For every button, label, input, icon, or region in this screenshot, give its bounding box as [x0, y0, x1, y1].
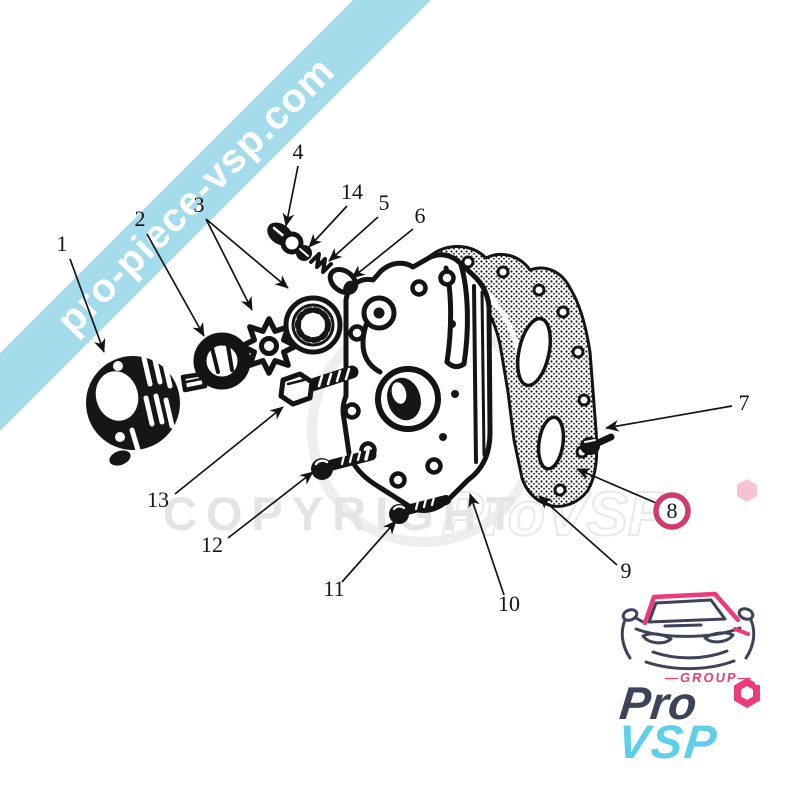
- callout-arrow-9: [538, 495, 618, 566]
- callout-12: 12: [201, 532, 223, 557]
- part-bolt-7: [580, 433, 615, 455]
- callout-arrow-12: [227, 471, 314, 539]
- callout-arrow-4: [282, 165, 299, 227]
- callout-11: 11: [323, 576, 344, 601]
- callout-3: 3: [194, 192, 205, 217]
- part-timing-cover: [340, 252, 493, 513]
- callout-10: 10: [498, 591, 520, 616]
- callout-8: 8: [667, 498, 678, 523]
- callout-arrow-5: [328, 216, 379, 262]
- callout-9: 9: [621, 558, 632, 583]
- callout-arrow-13: [174, 406, 284, 495]
- part-pump-gear-outer: [283, 295, 343, 355]
- part-relief-valve-set: [267, 222, 359, 296]
- part-pump-gear-inner: [239, 316, 299, 376]
- callout-4: 4: [293, 139, 304, 164]
- callout-arrow-6: [351, 228, 414, 279]
- hex-nut-icon: [734, 678, 760, 708]
- callout-14: 14: [341, 179, 363, 204]
- callout-5: 5: [379, 190, 390, 215]
- callout-arrow-1: [69, 258, 106, 353]
- highlight-circle: [653, 492, 691, 530]
- car-icon: [620, 591, 756, 671]
- callout-arrow-3: [205, 218, 289, 289]
- callout-7: 7: [739, 390, 750, 415]
- watermark-copyright-text: COPYRIGHT: [163, 487, 523, 540]
- callout-13: 13: [147, 487, 169, 512]
- watermark-hexagon-icon: [737, 479, 757, 502]
- callout-arrow-7: [605, 405, 733, 432]
- callout-arrow-3: [205, 218, 253, 311]
- callout-2: 2: [135, 206, 146, 231]
- provsp-logo: —GROUP— Pro VSP: [615, 582, 776, 782]
- callout-6: 6: [415, 203, 426, 228]
- part-bolt-12: [311, 449, 377, 480]
- logo-brand-secondary: VSP: [615, 715, 721, 768]
- part-bolt-13: [278, 365, 359, 407]
- part-pulley: [86, 353, 180, 466]
- callout-arrow-14: [308, 205, 348, 248]
- callout-1: 1: [57, 231, 68, 256]
- callout-arrow-8: [576, 468, 657, 504]
- callout-arrow-11: [341, 520, 397, 583]
- part-bolt-11: [389, 495, 451, 524]
- callout-arrow-2: [146, 233, 205, 337]
- callout-arrow-10: [468, 493, 505, 596]
- part-seal: [193, 332, 251, 390]
